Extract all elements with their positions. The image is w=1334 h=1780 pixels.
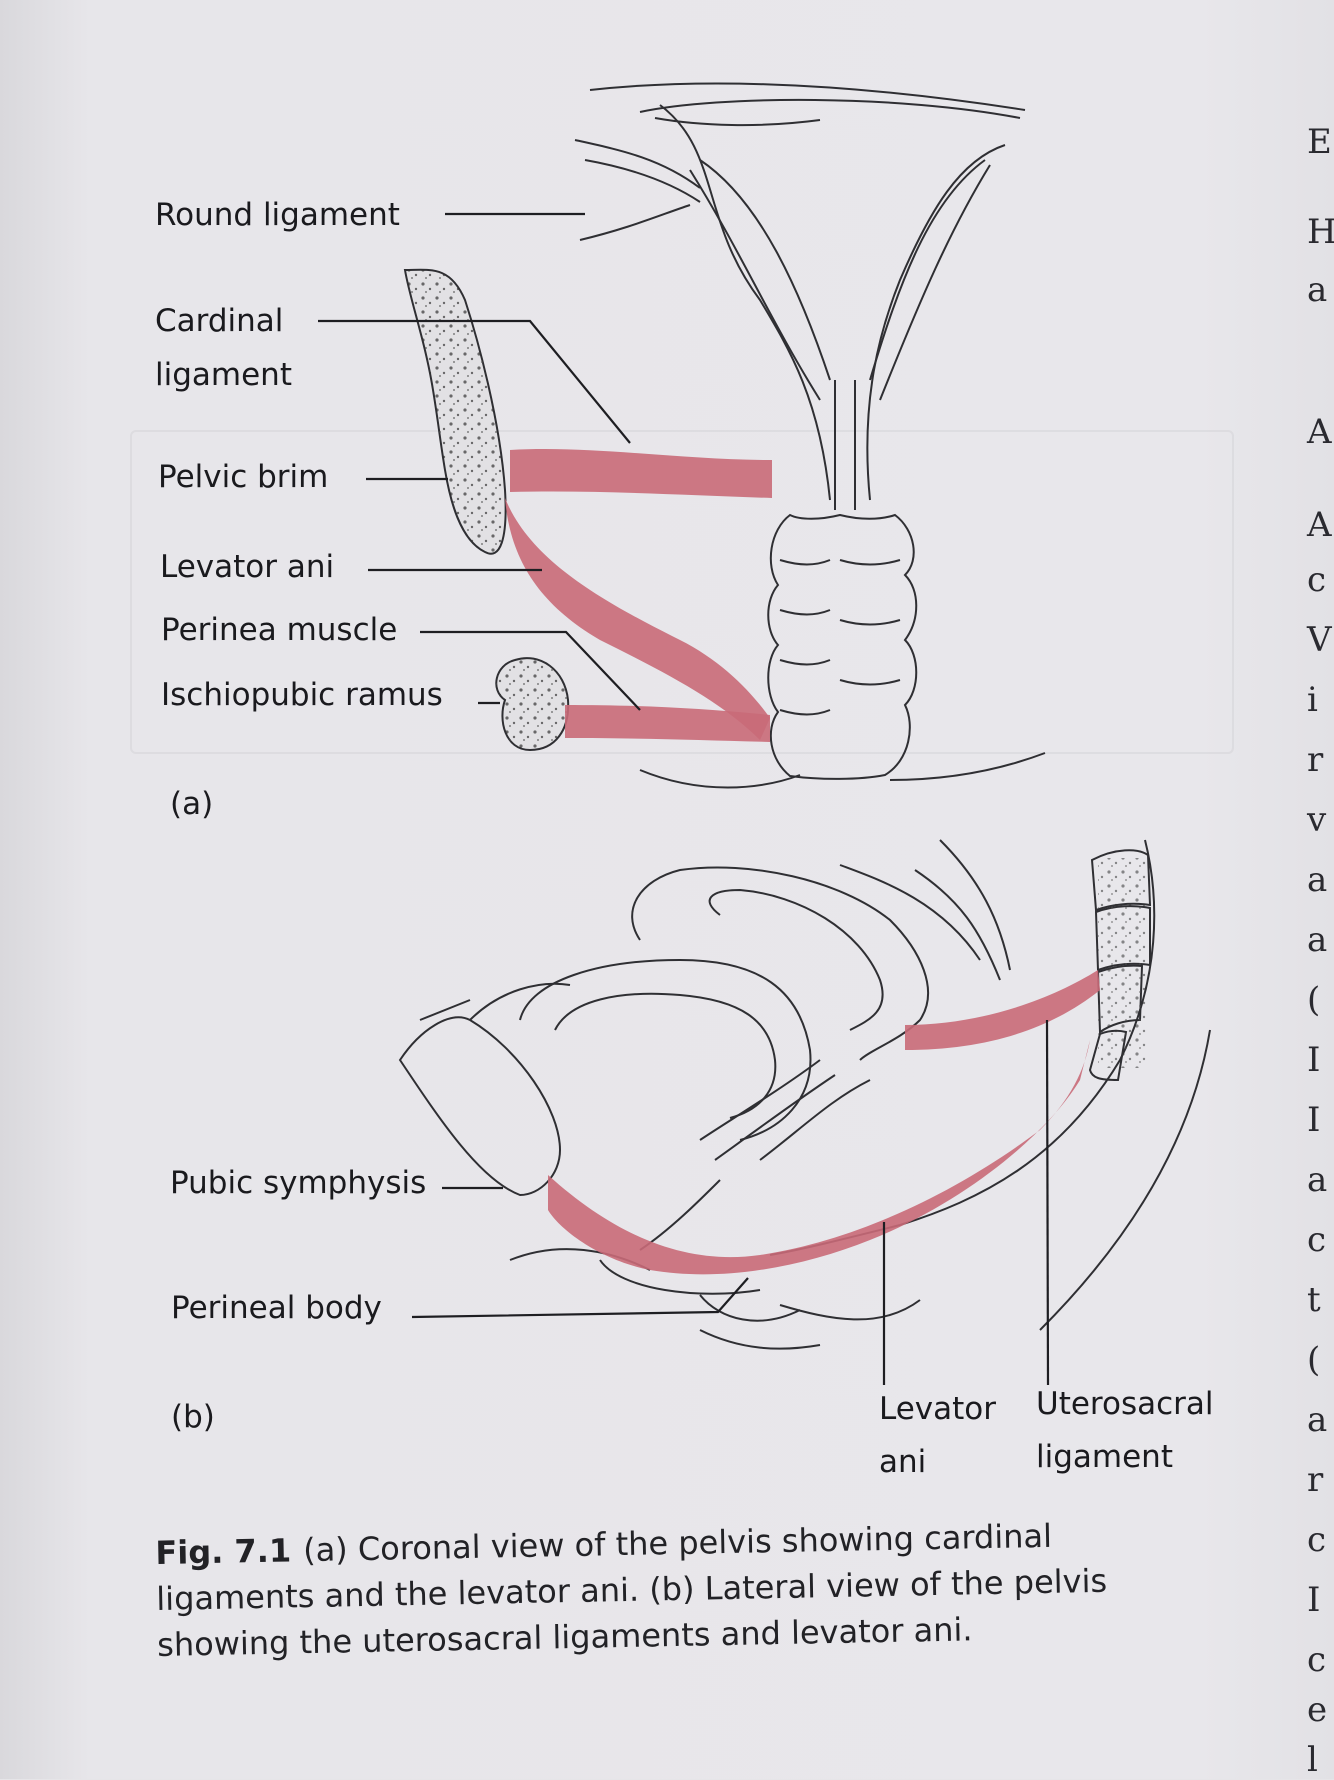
levator-ani-band-a <box>505 498 770 740</box>
leader-lines-a <box>318 212 641 711</box>
panel-a-label: (a) <box>170 786 214 822</box>
levator-ani-label: Levator ani <box>160 549 335 585</box>
ischiopubic-ramus-label: Ischiopubic ramus <box>161 677 443 713</box>
perinea-muscle-label: Perinea muscle <box>161 612 398 648</box>
uterosacral-ligament-band <box>905 970 1100 1050</box>
coronal-view <box>574 82 1046 789</box>
perineal-body-label: Perineal body <box>171 1290 382 1326</box>
round-ligament-label: Round ligament <box>155 197 400 233</box>
perinea-muscle-band <box>565 705 770 742</box>
uterosacral-ligament-label-line1: Uterosacral <box>1036 1386 1214 1422</box>
uterosacral-ligament-label-line2: ligament <box>1036 1439 1173 1475</box>
lateral-view <box>398 839 1211 1350</box>
pelvic-brim-label: Pelvic brim <box>158 459 329 495</box>
cardinal-ligament-label-line1: Cardinal <box>155 303 284 339</box>
leader-lines-b <box>411 1019 1050 1386</box>
pubic-symphysis-label: Pubic symphysis <box>170 1165 427 1201</box>
figure-caption-text: (a) Coronal view of the pelvis showing c… <box>155 1516 1108 1664</box>
levator-ani-label-b-line2: ani <box>879 1444 927 1480</box>
cardinal-ligament-label-line2: ligament <box>155 357 292 393</box>
show-through-box <box>130 430 1234 754</box>
figure-caption: Fig. 7.1(a) Coronal view of the pelvis s… <box>155 1511 1167 1668</box>
levator-ani-band-b <box>548 1040 1090 1275</box>
levator-ani-label-b-line1: Levator <box>879 1391 997 1427</box>
cardinal-ligament-band <box>510 448 772 498</box>
figure-number: Fig. 7.1 <box>155 1531 292 1572</box>
panel-b-label: (b) <box>171 1399 215 1435</box>
adjacent-page-edge: E H a A A c V i r v a a ( I I a c t ( a … <box>1307 122 1334 1780</box>
